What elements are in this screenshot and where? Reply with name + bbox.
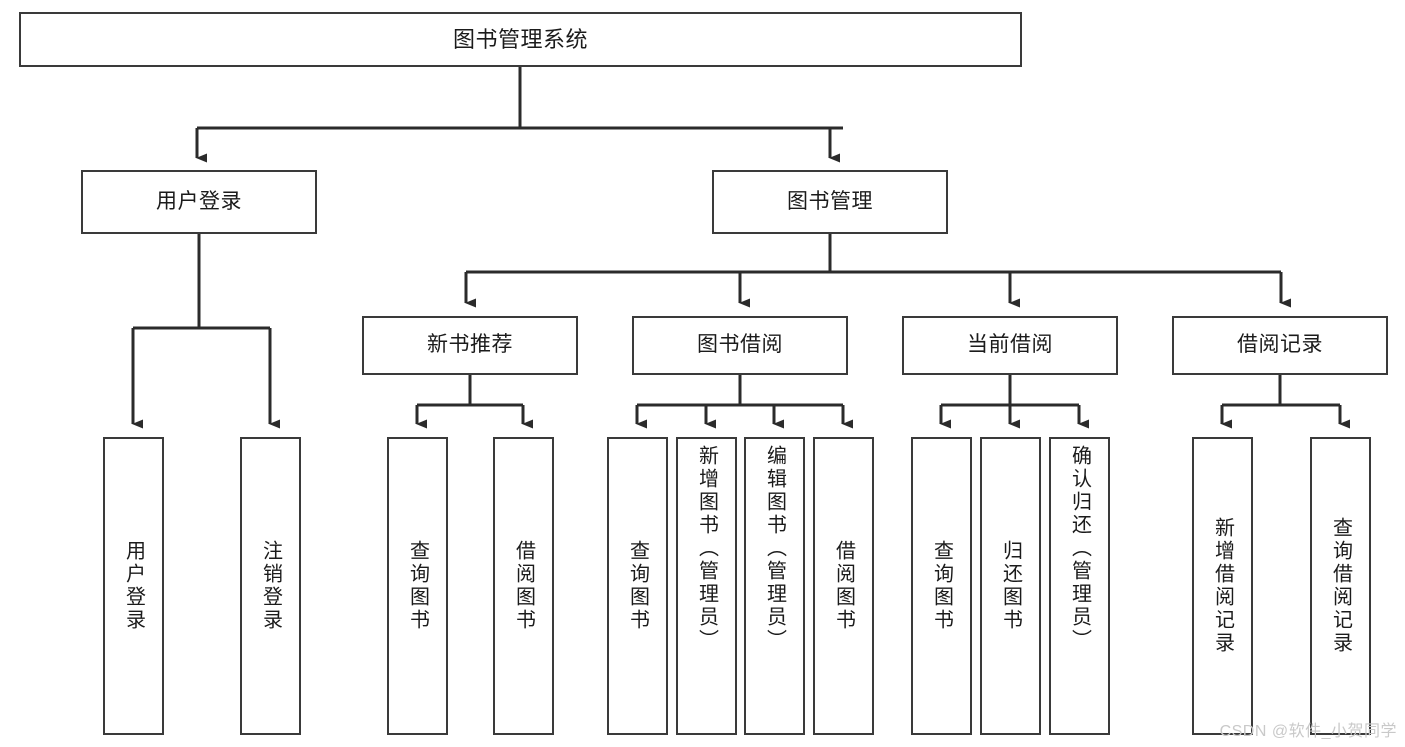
leaf-query-borrow-record[interactable]: 查询借阅记录 [1310, 437, 1371, 735]
node-label: 查询图书 [626, 540, 649, 632]
watermark-csdn: CSDN @软件_小贺同学 [1219, 723, 1397, 740]
node-label: 查询借阅记录 [1329, 517, 1352, 655]
node-label: 用户登录 [156, 189, 242, 213]
node-book-manage[interactable]: 图书管理 [712, 170, 948, 234]
node-label: 归还图书 [999, 540, 1022, 632]
node-label: 确认归还（管理员） [1068, 445, 1091, 652]
node-label: 新增借阅记录 [1211, 517, 1234, 655]
node-root-system[interactable]: 图书管理系统 [19, 12, 1022, 67]
node-label: 用户登录 [122, 540, 145, 632]
leaf-edit-book-admin[interactable]: 编辑图书（管理员） [744, 437, 805, 735]
leaf-add-book-admin[interactable]: 新增图书（管理员） [676, 437, 737, 735]
node-label: 查询图书 [930, 540, 953, 632]
node-label: 编辑图书（管理员） [763, 445, 786, 652]
node-label: 借阅图书 [832, 540, 855, 632]
node-label: 查询图书 [406, 540, 429, 632]
leaf-return-book[interactable]: 归还图书 [980, 437, 1041, 735]
node-label: 图书管理系统 [452, 26, 588, 52]
leaf-query-book-borrow[interactable]: 查询图书 [607, 437, 668, 735]
leaf-add-borrow-record[interactable]: 新增借阅记录 [1192, 437, 1253, 735]
leaf-borrow-book-recommend[interactable]: 借阅图书 [493, 437, 554, 735]
leaf-query-book-current[interactable]: 查询图书 [911, 437, 972, 735]
leaf-logout[interactable]: 注销登录 [240, 437, 301, 735]
node-new-book-recommend[interactable]: 新书推荐 [362, 316, 578, 375]
node-current-borrow[interactable]: 当前借阅 [902, 316, 1118, 375]
node-borrow-record[interactable]: 借阅记录 [1172, 316, 1388, 375]
node-label: 新增图书（管理员） [695, 445, 718, 652]
node-label: 图书管理 [787, 189, 873, 213]
node-label: 注销登录 [259, 540, 282, 632]
node-label: 新书推荐 [427, 333, 513, 357]
leaf-confirm-return-admin[interactable]: 确认归还（管理员） [1049, 437, 1110, 735]
node-label: 借阅图书 [512, 540, 535, 632]
node-label: 借阅记录 [1237, 333, 1323, 357]
node-label: 图书借阅 [697, 333, 783, 357]
node-book-borrow[interactable]: 图书借阅 [632, 316, 848, 375]
node-label: 当前借阅 [967, 333, 1053, 357]
leaf-query-book-recommend[interactable]: 查询图书 [387, 437, 448, 735]
leaf-borrow-book[interactable]: 借阅图书 [813, 437, 874, 735]
node-user-login[interactable]: 用户登录 [81, 170, 317, 234]
leaf-user-login[interactable]: 用户登录 [103, 437, 164, 735]
